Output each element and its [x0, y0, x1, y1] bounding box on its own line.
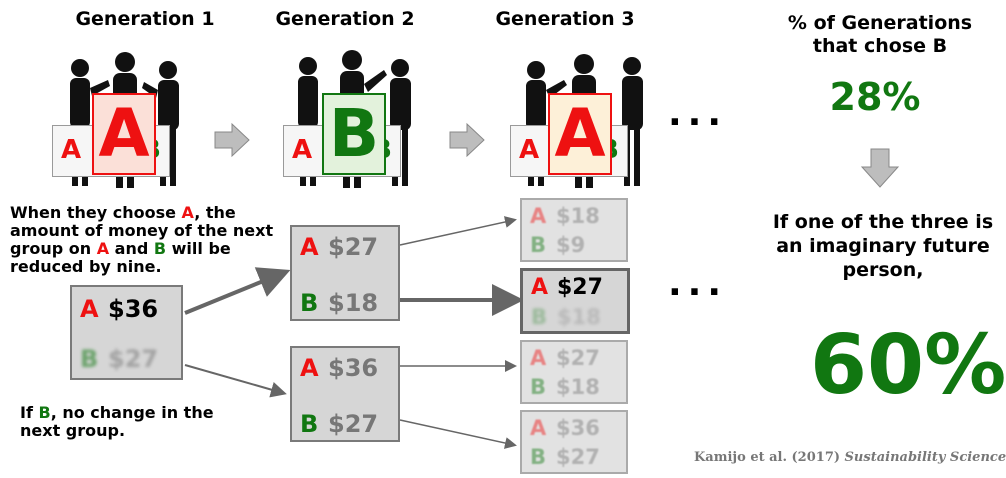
option-a-amount: $18	[556, 204, 600, 228]
explanation-choose-a: When they choose A, the amount of money …	[10, 203, 274, 276]
right-arrow-icon	[214, 122, 250, 158]
option-a-amount: $27	[556, 346, 600, 370]
option-a-letter: A	[80, 295, 99, 323]
chosen-card: A	[92, 93, 156, 175]
option-a-letter: A	[531, 275, 549, 300]
option-a-amount: $27	[328, 233, 379, 261]
result-title: % of Generations that chose B	[787, 12, 973, 57]
money-box-gen3-1: A $18 B $9	[520, 198, 628, 262]
option-a-letter: A	[300, 354, 319, 382]
option-a-amount: $27	[557, 275, 603, 300]
option-b-letter: B	[530, 445, 547, 469]
option-b-amount: $27	[328, 410, 379, 438]
option-b-amount: $27	[108, 345, 159, 373]
option-b-amount: $18	[556, 375, 600, 399]
ellipsis-money: ···	[668, 272, 728, 313]
option-b-letter: B	[530, 375, 547, 399]
future-person-condition: If one of the three is an imaginary futu…	[772, 211, 994, 281]
money-box-gen2-bottom: A $36 B $27	[290, 346, 400, 442]
option-b-amount: $9	[556, 233, 586, 257]
option-a-amount: $36	[108, 295, 159, 323]
option-a-amount: $36	[328, 354, 379, 382]
baseline-percentage: 28%	[829, 75, 921, 119]
citation: Kamijo et al. (2017) Sustainability Scie…	[694, 450, 1006, 465]
option-b-amount: $27	[556, 445, 600, 469]
future-percentage: 60%	[810, 318, 1006, 413]
arrow-gen2top-to-gen3-1	[399, 216, 517, 246]
money-box-gen3-3: A $27 B $18	[520, 340, 628, 404]
option-b-amount: $18	[557, 305, 601, 329]
generation-1-title: Generation 1	[75, 8, 215, 30]
option-b-letter: B	[300, 410, 319, 438]
option-b-letter: B	[531, 305, 548, 329]
generation-3-title: Generation 3	[495, 8, 635, 30]
explanation-choose-b: If B, no change in the next group.	[20, 403, 214, 440]
option-a-letter: A	[530, 204, 547, 228]
ellipsis-generations: ···	[668, 102, 728, 143]
chosen-card: B	[322, 93, 386, 175]
option-a-letter: A	[530, 416, 547, 440]
arrow-gen1-to-gen2-bottom	[184, 364, 287, 398]
down-arrow-icon	[860, 148, 900, 188]
money-box-gen3-2: A $27 B $18	[520, 268, 630, 334]
option-b-letter: B	[80, 345, 99, 373]
strip-option-a: A	[519, 135, 540, 165]
strip-option-a: A	[61, 135, 82, 165]
option-a-letter: A	[300, 233, 319, 261]
option-b-letter: B	[300, 289, 319, 317]
option-b-letter: B	[530, 233, 547, 257]
option-b-amount: $18	[328, 289, 379, 317]
strip-option-a: A	[292, 135, 313, 165]
generation-2-title: Generation 2	[275, 8, 415, 30]
option-a-letter: A	[530, 346, 547, 370]
money-box-gen1: A $36 B $27	[70, 285, 183, 380]
money-box-gen2-top: A $27 B $18	[290, 225, 400, 321]
arrow-gen2bottom-to-gen3-4	[399, 419, 517, 449]
right-arrow-icon	[449, 122, 485, 158]
chosen-card: A	[548, 93, 612, 175]
money-box-gen3-4: A $36 B $27	[520, 410, 628, 474]
option-a-amount: $36	[556, 416, 600, 440]
arrow-gen1-to-gen2-top	[184, 267, 291, 315]
citation-journal: Sustainability Science	[844, 450, 1006, 465]
citation-authors: Kamijo et al. (2017)	[694, 450, 841, 465]
